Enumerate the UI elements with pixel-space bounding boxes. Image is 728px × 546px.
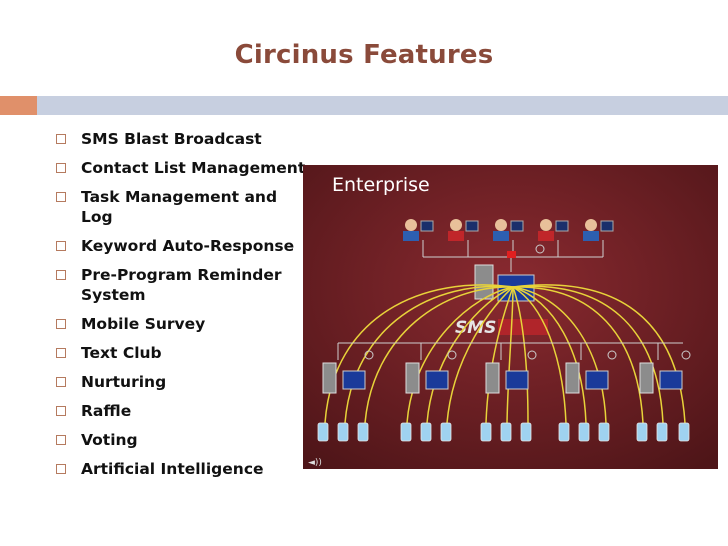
list-item: Keyword Auto-Response (56, 236, 306, 256)
branch-server (639, 350, 691, 394)
list-item-label: Voting (81, 431, 138, 449)
mobile-phones (317, 422, 690, 442)
list-item-label: Nurturing (81, 373, 167, 391)
bullet-square-icon (56, 134, 66, 144)
bullet-square-icon (56, 464, 66, 474)
list-item: Text Club (56, 343, 306, 363)
list-item: Contact List Management (56, 158, 306, 178)
user-workstations (403, 219, 614, 241)
list-item-label: Keyword Auto-Response (81, 237, 295, 255)
bullet-square-icon (56, 348, 66, 358)
list-item: Nurturing (56, 372, 306, 392)
user-icon (493, 219, 524, 241)
diagram-graphic: SMS (303, 165, 718, 469)
list-item: Task Management and Log (56, 187, 306, 227)
bullet-square-icon (56, 163, 66, 173)
slide-title: Circinus Features (234, 40, 494, 70)
list-item-label: Raffle (81, 402, 132, 420)
branch-servers (322, 350, 691, 394)
title-rule-bar (37, 96, 728, 115)
list-item: Mobile Survey (56, 314, 306, 334)
bullet-square-icon (56, 435, 66, 445)
list-item: Raffle (56, 401, 306, 421)
list-item-label: Task Management and Log (81, 188, 278, 226)
list-item-label: Artificial Intelligence (81, 460, 264, 478)
list-item: SMS Blast Broadcast (56, 129, 306, 149)
user-icon (538, 219, 569, 241)
branch-server (405, 350, 457, 394)
branch-server (485, 350, 537, 394)
list-item-label: Text Club (81, 344, 162, 362)
branch-connection-lines (337, 342, 683, 360)
enterprise-network-diagram: SMS (303, 165, 718, 469)
diagram-title: Enterprise (332, 174, 430, 196)
list-item-label: Contact List Management (81, 159, 306, 177)
list-item: Voting (56, 430, 306, 450)
bullet-square-icon (56, 377, 66, 387)
list-item-label: Pre-Program Reminder System (81, 266, 282, 304)
feature-list: SMS Blast Broadcast Contact List Managem… (56, 129, 306, 488)
user-icon (403, 219, 434, 241)
list-item: Pre-Program Reminder System (56, 265, 306, 305)
speaker-icon: ◄)) (308, 458, 322, 468)
bullet-square-icon (56, 241, 66, 251)
bullet-square-icon (56, 270, 66, 280)
diagram-logo: SMS (455, 318, 496, 338)
branch-server (565, 350, 617, 394)
list-item-label: Mobile Survey (81, 315, 206, 333)
bullet-square-icon (56, 192, 66, 202)
title-accent-block (0, 96, 37, 115)
user-icon (583, 219, 614, 241)
branch-server (322, 350, 374, 394)
list-item: Artificial Intelligence (56, 459, 306, 479)
bullet-square-icon (56, 406, 66, 416)
bullet-square-icon (56, 319, 66, 329)
user-icon (448, 219, 479, 241)
list-item-label: SMS Blast Broadcast (81, 130, 262, 148)
